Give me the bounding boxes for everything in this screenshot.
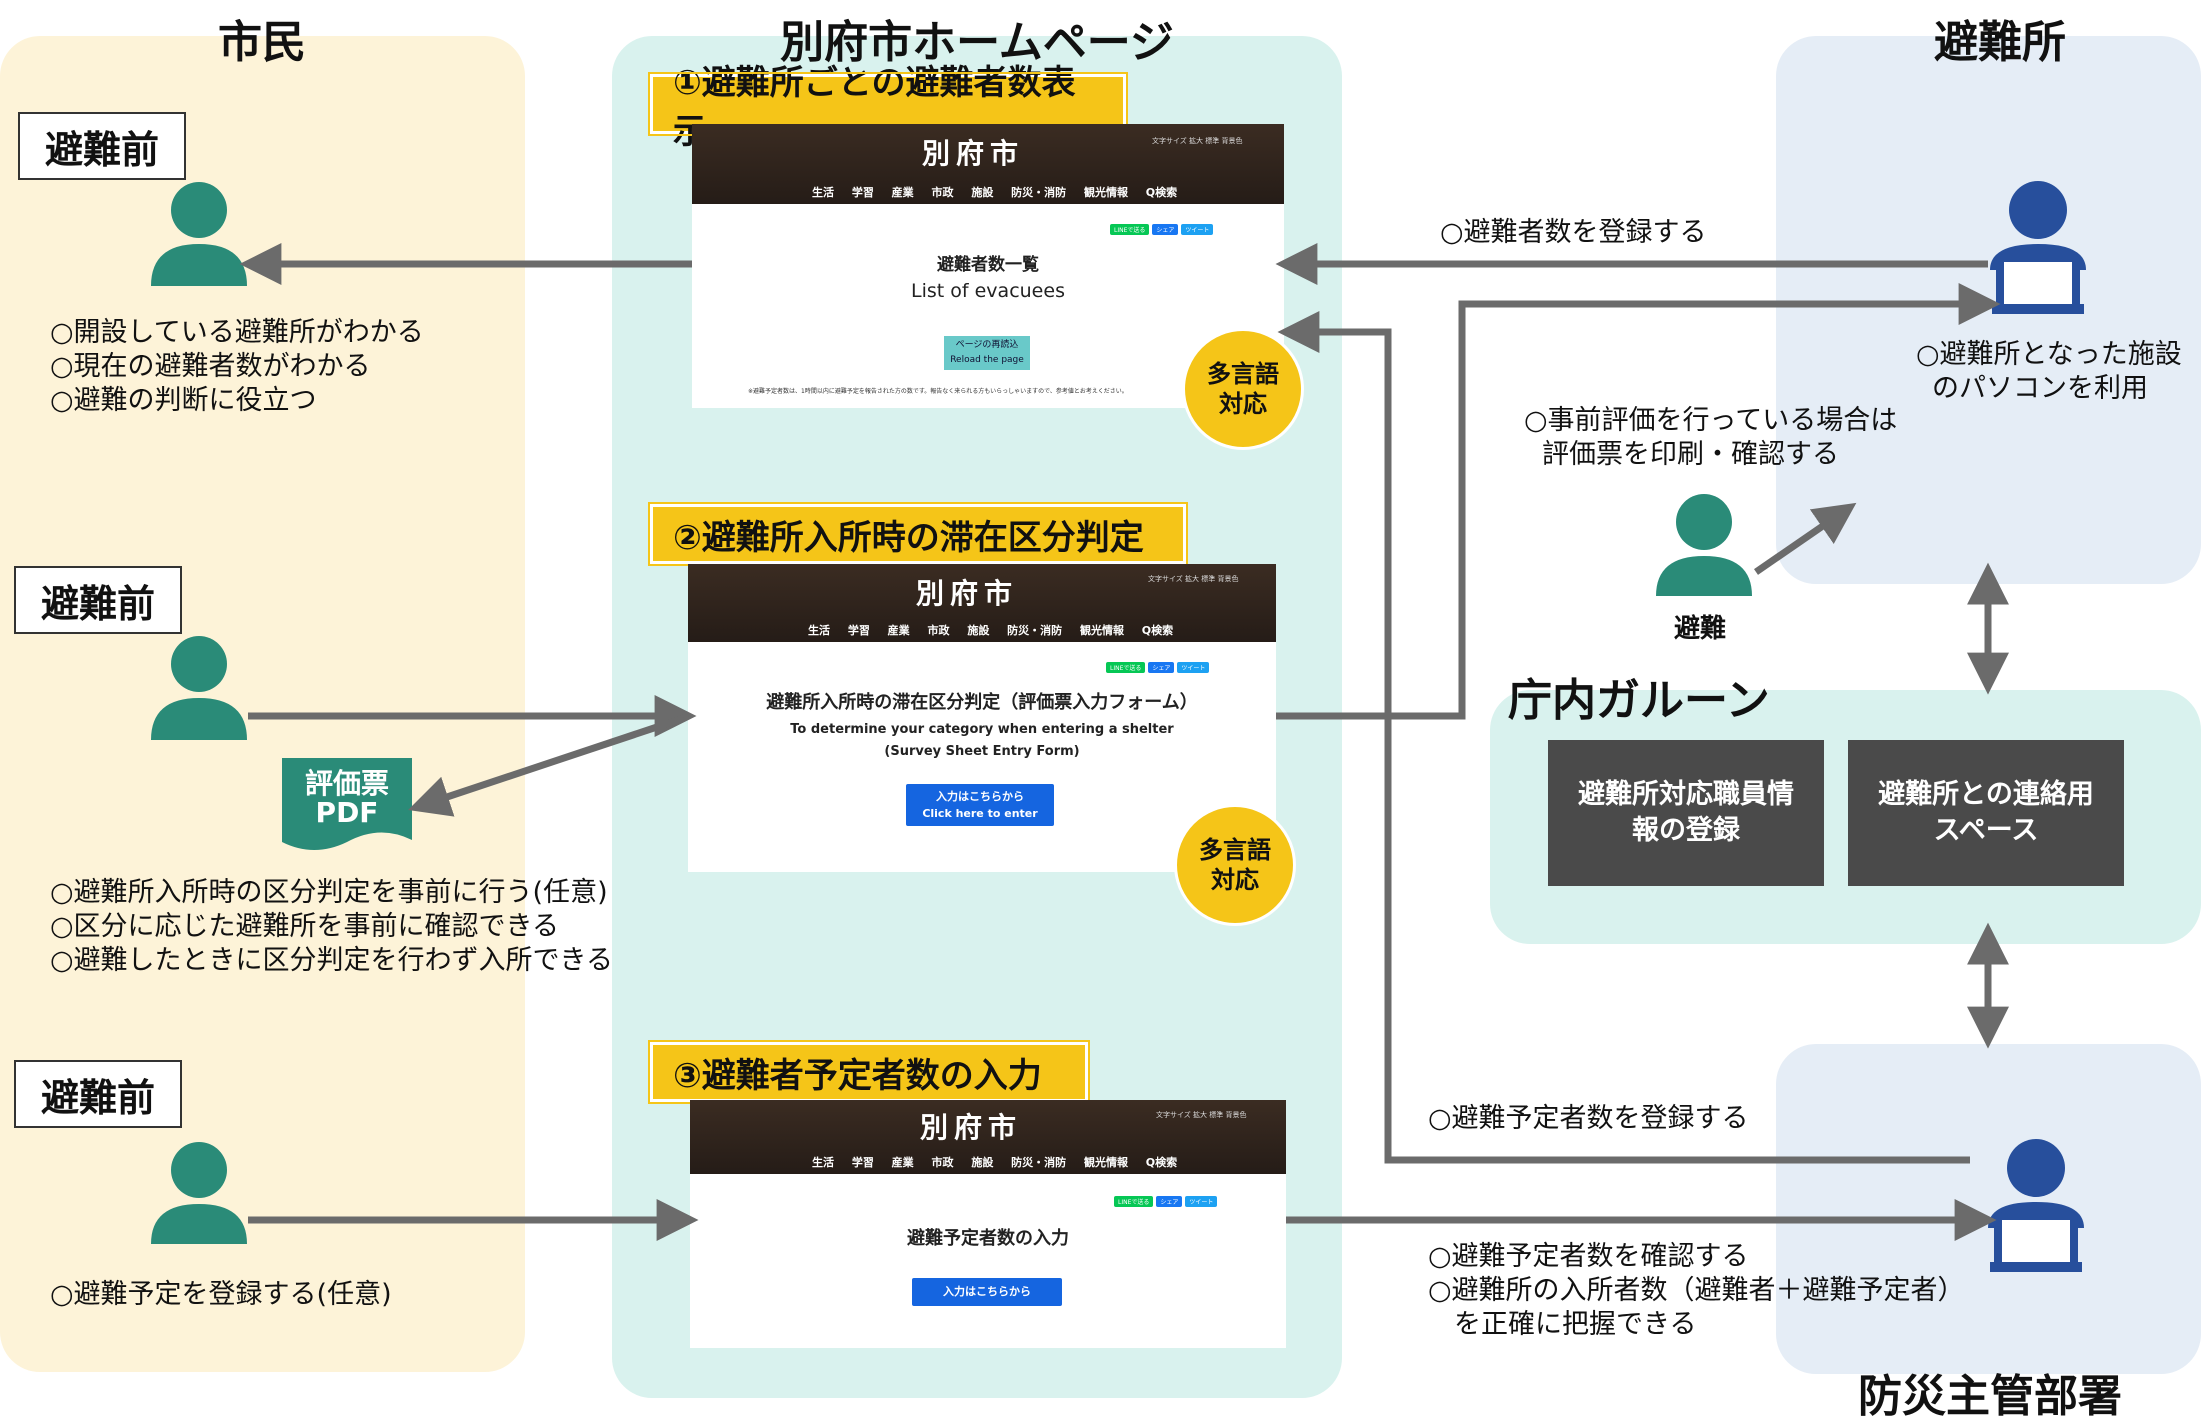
before-evacuation-tag-3: 避難前 (14, 1060, 182, 1128)
citizen-note-2c: ○避難したときに区分判定を行わず入所できる (50, 945, 614, 976)
citizen-note-1c: ○避難の判断に役立つ (50, 385, 317, 416)
office-pc-user-icon (1988, 1139, 2084, 1272)
multilingual-badge-2: 多言語 対応 (1174, 804, 1296, 926)
shot-title-en-2b: (Survey Sheet Entry Form) (884, 744, 1080, 759)
arrow-evacuee-to-shelter (1754, 502, 1857, 575)
shot-title-ja-3: 避難予定者数の入力 (907, 1228, 1069, 1249)
arrow-form-to-pdf (408, 714, 686, 817)
beppu-logo-2: 別府市 (916, 577, 1019, 610)
shot-nav-3: 生活 学習 産業 市政 施設 防災・消防 観光情報 Q検索 (812, 1156, 1178, 1169)
screenshot-planned-evacuees: 別府市 文字サイズ 拡大 標準 背景色 生活 学習 産業 市政 施設 防災・消防… (690, 1100, 1286, 1348)
line-share-2[interactable]: LINEで送る (1106, 662, 1146, 673)
beppu-logo-1: 別府市 (922, 137, 1025, 170)
shot-top-1: 文字サイズ 拡大 標準 背景色 (1152, 137, 1243, 145)
arrow-form-to-shelter (1276, 283, 2001, 720)
shot-footnote-1: ※避難予定者数は、1時間以内に避難予定を報告された方の数です。報告なく来られる方… (748, 388, 1128, 395)
reload-button[interactable]: ページの再読込 Reload the page (944, 336, 1030, 370)
fb-share-3[interactable]: シェア (1156, 1196, 1183, 1207)
shelter-pc-user-icon (1990, 181, 2086, 314)
garoon-title: 庁内ガルーン (1508, 675, 1770, 726)
pc-note-2: のパソコンを利用 (1932, 373, 2148, 404)
homepage-title: 別府市ホームページ (780, 17, 1174, 68)
pdf-line-1: 評価票 (304, 767, 389, 800)
screenshot-evacuee-list: 別府市 文字サイズ 拡大 標準 背景色 生活 学習 産業 市政 施設 防災・消防… (692, 124, 1284, 408)
pdf-document-icon: 評価票 PDF (282, 758, 412, 854)
eval-note-1: ○事前評価を行っている場合は (1524, 405, 1898, 436)
shot-title-ja-1: 避難者数一覧 (937, 255, 1039, 275)
enter-form-button[interactable]: 入力はこちらから Click here to enter (906, 784, 1054, 826)
evacuee-person-icon (1656, 494, 1752, 596)
citizen-note-3a: ○避難予定を登録する(任意) (50, 1279, 392, 1310)
citizen-note-1a: ○開設している避難所がわかる (50, 317, 424, 348)
screenshot-category-form: 別府市 文字サイズ 拡大 標準 背景色 生活 学習 産業 市政 施設 防災・消防… (688, 564, 1276, 872)
citizen-person-icon-2 (151, 636, 247, 740)
fb-share-2[interactable]: シェア (1148, 662, 1175, 673)
register-evacuees-label: ○避難者数を登録する (1440, 217, 1707, 248)
shot-nav-1: 生活 学習 産業 市政 施設 防災・消防 観光情報 Q検索 (812, 186, 1178, 199)
shot-title-en-1: List of evacuees (911, 280, 1065, 302)
shot-top-2: 文字サイズ 拡大 標準 背景色 (1148, 575, 1239, 583)
line-share-3[interactable]: LINEで送る (1114, 1196, 1154, 1207)
feature-2-tag: ②避難所入所時の滞在区分判定 (648, 502, 1188, 566)
citizen-person-icon-3 (151, 1142, 247, 1244)
shelter-title: 避難所 (1934, 17, 2066, 68)
pdf-line-2: PDF (315, 796, 379, 829)
arrow-office-to-homepage (1277, 311, 1970, 1164)
tweet-share-3[interactable]: ツイート (1185, 1196, 1218, 1207)
citizen-person-icon-1 (151, 182, 247, 286)
citizen-note-2b: ○区分に応じた避難所を事前に確認できる (50, 911, 560, 942)
line-share-1[interactable]: LINEで送る (1110, 224, 1150, 235)
shot-top-3: 文字サイズ 拡大 標準 背景色 (1156, 1111, 1247, 1119)
citizen-note-1b: ○現在の避難者数がわかる (50, 351, 371, 382)
office-note-1: ○避難予定者数を確認する (1428, 1241, 1749, 1272)
eval-note-2: 評価票を印刷・確認する (1542, 439, 1839, 470)
shot-title-en-2: To determine your category when entering… (790, 722, 1174, 737)
evacuee-label: 避難 (1674, 614, 1727, 644)
tweet-share-1[interactable]: ツイート (1181, 224, 1214, 235)
pc-note-1: ○避難所となった施設 (1916, 339, 2182, 370)
office-note-2: ○避難所の入所者数（避難者＋避難予定者） (1428, 1275, 1965, 1306)
staff-registration-box[interactable]: 避難所対応職員情報の登録 (1548, 740, 1824, 886)
register-planned-label: ○避難予定者数を登録する (1428, 1103, 1749, 1134)
beppu-logo-3: 別府市 (920, 1111, 1023, 1144)
before-evacuation-tag-2: 避難前 (14, 566, 182, 634)
shot-nav-2: 生活 学習 産業 市政 施設 防災・消防 観光情報 Q検索 (808, 624, 1174, 637)
before-evacuation-tag-1: 避難前 (18, 112, 186, 180)
shelter-contact-space-box[interactable]: 避難所との連絡用スペース (1848, 740, 2124, 886)
citizen-note-2a: ○避難所入所時の区分判定を事前に行う(任意) (50, 877, 608, 908)
office-note-3: を正確に把握できる (1454, 1309, 1697, 1340)
shot-title-ja-2: 避難所入所時の滞在区分判定（評価票入力フォーム） (766, 692, 1198, 713)
feature-3-tag: ③避難者予定者数の入力 (648, 1040, 1090, 1104)
citizens-title: 市民 (218, 17, 306, 68)
enter-planned-button[interactable]: 入力はこちらから (912, 1278, 1062, 1306)
fb-share-1[interactable]: シェア (1152, 224, 1179, 235)
tweet-share-2[interactable]: ツイート (1177, 662, 1210, 673)
